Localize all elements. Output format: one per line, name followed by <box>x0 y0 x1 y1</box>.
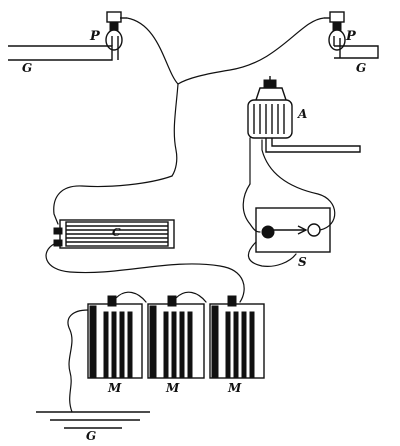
label-pump-left: P <box>89 29 101 44</box>
cell-3 <box>209 295 265 379</box>
cell-1 <box>87 295 143 379</box>
cell-2 <box>147 295 205 379</box>
left-pump <box>105 11 127 51</box>
left-pipe <box>8 36 119 61</box>
coil <box>53 219 175 249</box>
label-motor: A <box>297 107 307 121</box>
label-cell-1: M <box>107 381 122 395</box>
wire-to-ground <box>67 309 89 413</box>
label-cell-2: M <box>165 381 180 395</box>
switch <box>255 207 331 253</box>
right-pipe <box>333 36 379 59</box>
label-pump-right: P <box>345 29 357 44</box>
label-ground: G <box>86 429 96 443</box>
label-coil: C <box>112 226 121 239</box>
wire-coil-to-cells <box>45 243 245 303</box>
wire-right-pump <box>177 17 325 85</box>
label-pipe-left: G <box>22 61 32 75</box>
right-pump <box>324 11 346 51</box>
wire-left-pump <box>126 17 179 85</box>
ground-plate <box>36 411 150 429</box>
wire-motor-to-switch <box>242 183 261 233</box>
wire-cell-links <box>115 291 207 303</box>
wire-trunk <box>171 83 179 177</box>
wire-switch-bottom <box>247 241 297 267</box>
label-cell-3: M <box>227 381 242 395</box>
wire-switch-to-motor <box>261 139 336 231</box>
label-switch: S <box>298 255 307 269</box>
wire-to-coil <box>53 175 173 225</box>
label-pipe-right: G <box>356 61 366 75</box>
motor <box>247 76 361 185</box>
